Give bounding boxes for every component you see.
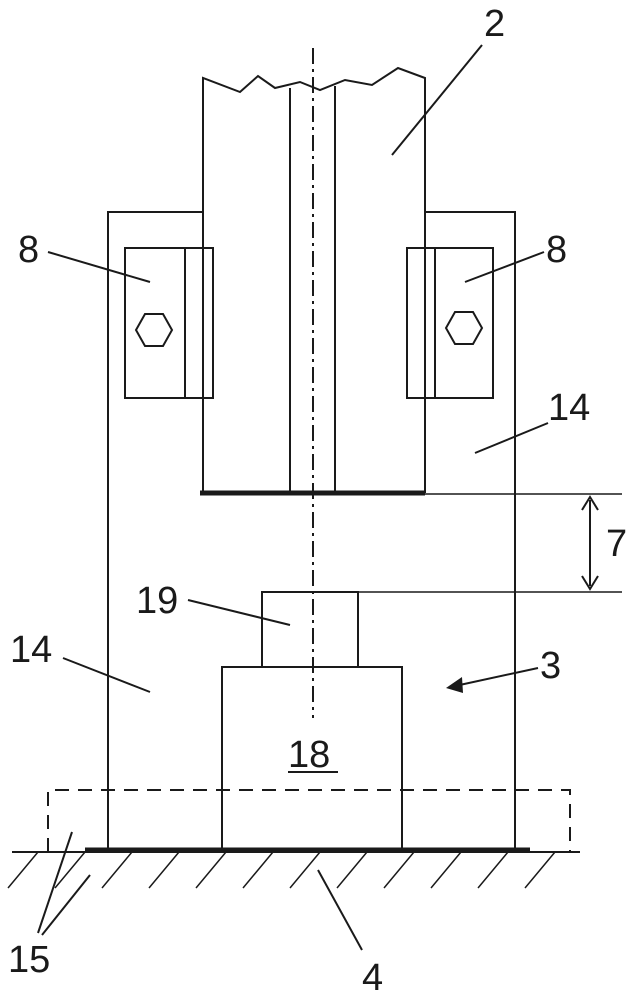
leader-8-right	[464, 251, 545, 283]
gap-dimension	[358, 493, 622, 593]
leader-3	[454, 667, 539, 687]
label-8-left: 8	[18, 229, 39, 271]
die-insert	[261, 591, 359, 668]
bolt-hex-right	[444, 311, 484, 345]
label-14-right: 14	[548, 387, 590, 429]
ground-hatching	[7, 851, 580, 889]
leader-19	[187, 599, 291, 626]
label-15: 15	[8, 939, 50, 981]
leader-15b	[41, 874, 91, 936]
leader-15a	[37, 831, 73, 934]
leader-14-right	[474, 422, 549, 454]
label-4: 4	[362, 957, 383, 999]
right-clamp	[406, 247, 494, 399]
leader-8-left	[47, 251, 151, 283]
label-8-right: 8	[546, 229, 567, 271]
leader-14-left	[62, 657, 151, 693]
leader-4	[317, 869, 363, 951]
label-2: 2	[484, 3, 505, 45]
label-14-left: 14	[10, 629, 52, 671]
label-18: 18	[288, 734, 330, 776]
label-7: 7	[606, 523, 627, 565]
bolt-hex-left	[134, 313, 174, 347]
frame	[107, 211, 516, 850]
label-3: 3	[540, 645, 561, 687]
label-19: 19	[136, 580, 178, 622]
foot-outline	[47, 789, 571, 852]
leader-3-arrowhead	[446, 677, 463, 693]
left-clamp	[124, 247, 214, 399]
leader-2	[391, 44, 483, 156]
